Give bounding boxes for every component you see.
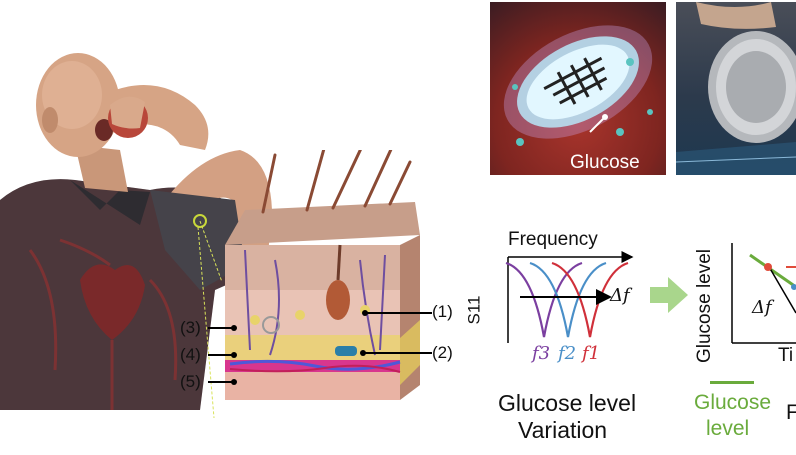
- layer-label-2: (2): [432, 343, 453, 362]
- f2-label: f2: [558, 343, 577, 364]
- skin-cross-section: [215, 138, 430, 405]
- glucose-plot-svg: [731, 243, 796, 344]
- delta-trend-line: [767, 264, 796, 314]
- green-flow-arrow: [650, 277, 688, 313]
- s11-curves: [505, 261, 629, 338]
- s11-curve-f2: [529, 261, 607, 338]
- person-illustration: [0, 50, 300, 450]
- legend-partial-letter: F: [786, 401, 796, 424]
- glucose-delta-label: Δf: [752, 297, 772, 318]
- implant-sensor: [335, 346, 357, 356]
- s11-delta-label: Δf: [610, 285, 630, 306]
- glucose-trend-line: [749, 253, 796, 289]
- legend-glucose-line2: level: [706, 417, 750, 440]
- glucose-level-panel: Glucose level Δf Ti Glucose level F: [690, 225, 796, 448]
- f3-label: f3: [532, 343, 551, 364]
- person-figure: [0, 53, 272, 419]
- glucose-photo-label: Glucose: [570, 152, 640, 173]
- layer-label-4: (4): [180, 345, 201, 364]
- layer-pointers-right: [360, 310, 432, 356]
- s11-frequency-panel: Frequency S11 Δf f3 f2 f1 Glucose level …: [465, 225, 650, 445]
- sensor-in-tissue-image: Glucose: [490, 2, 666, 175]
- coin-size-photo: [676, 2, 796, 175]
- sensor-capsule-svg: [503, 25, 653, 146]
- layer-label-1: (1): [432, 302, 453, 321]
- s11-plot-svg: [505, 251, 634, 343]
- glucose-x-axis-label: Ti: [778, 345, 794, 366]
- skin-block-svg: [225, 138, 420, 400]
- legend-swatch-glucose: [710, 381, 754, 384]
- layer-pointers-left: [208, 325, 237, 385]
- f1-label: f1: [582, 343, 601, 364]
- s11-curve-f1: [551, 261, 629, 338]
- heart-shape: [80, 264, 145, 340]
- legend-glucose-line1: Glucose: [694, 391, 772, 414]
- s11-x-axis-label: Frequency: [508, 229, 598, 250]
- layer-label-3: (3): [180, 318, 201, 337]
- s11-caption-line2: Variation: [518, 417, 608, 443]
- s11-caption-line1: Glucose level: [498, 390, 637, 416]
- glucose-point-marker: [764, 263, 772, 271]
- sensor-location-marker: [193, 214, 207, 228]
- coin-svg: [676, 2, 796, 175]
- layer-label-5: (5): [180, 372, 201, 391]
